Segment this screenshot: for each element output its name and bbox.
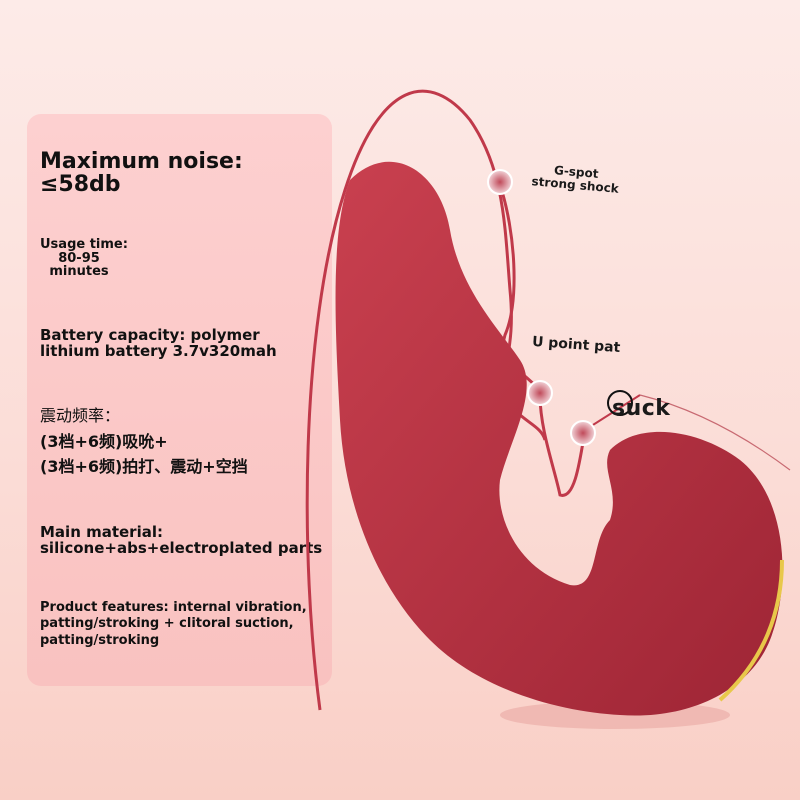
max-noise-value: ≤58db [40, 172, 121, 198]
battery-line-1: Battery capacity: polymer [40, 326, 260, 344]
product-body [335, 161, 783, 716]
spec-vibration-frequency: 震动频率： (3档+6频)吸吮+ (3档+6频)拍打、震动+空挡 [40, 403, 248, 480]
spec-card [27, 114, 332, 686]
spec-max-noise: Maximum noise: ≤58db [40, 150, 243, 196]
vibration-line-2: (3档+6频)拍打、震动+空挡 [40, 457, 248, 477]
usage-time-value: 80-95 [58, 250, 100, 266]
gold-accent [718, 559, 784, 702]
usage-time-label: Usage time: [40, 237, 128, 252]
shadow [500, 701, 730, 729]
material-label: Main material: [40, 523, 163, 541]
battery-line-2: lithium battery 3.7v320mah [40, 341, 277, 360]
callout-suck: suck [612, 396, 671, 421]
vibration-line-1: (3档+6频)吸吮+ [40, 431, 168, 451]
spec-battery: Battery capacity: polymer lithium batter… [40, 326, 277, 360]
spec-features: Product features: internal vibration, pa… [40, 600, 307, 649]
callout-dot-upoint [527, 380, 553, 406]
callout-gspot: G-spot strong shock [531, 162, 620, 196]
features-line-3: patting/stroking [40, 632, 160, 648]
callout-upoint: U point pat [531, 333, 621, 357]
material-value: silicone+abs+electroplated parts [40, 538, 323, 557]
callout-dot-suck [570, 420, 596, 446]
cable-outer [305, 89, 547, 711]
features-line-1: Product features: internal vibration, [40, 600, 307, 615]
max-noise-label: Maximum noise: [40, 149, 243, 174]
callout-dot-gspot [487, 169, 513, 195]
spec-usage-time: Usage time: 80-95 minutes [40, 238, 128, 279]
features-line-2: patting/stroking + clitoral suction, [40, 616, 294, 632]
vibration-heading: 震动频率： [40, 406, 121, 425]
usage-time-unit: minutes [49, 264, 109, 280]
spec-material: Main material: silicone+abs+electroplate… [40, 523, 323, 557]
